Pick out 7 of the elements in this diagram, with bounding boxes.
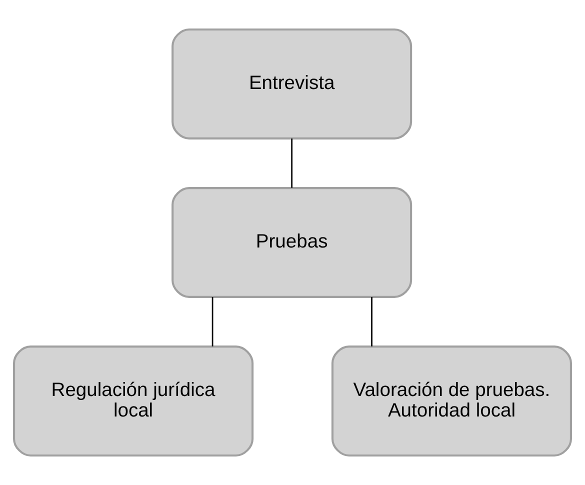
connector [212, 297, 214, 346]
node-box: Valoración de pruebas. Autoridad local [331, 346, 572, 457]
node-box: Pruebas [172, 187, 412, 298]
connector [371, 297, 372, 346]
connector [291, 138, 292, 188]
node-box: Regulación jurídica local [13, 346, 254, 457]
node-box: Entrevista [172, 28, 412, 140]
